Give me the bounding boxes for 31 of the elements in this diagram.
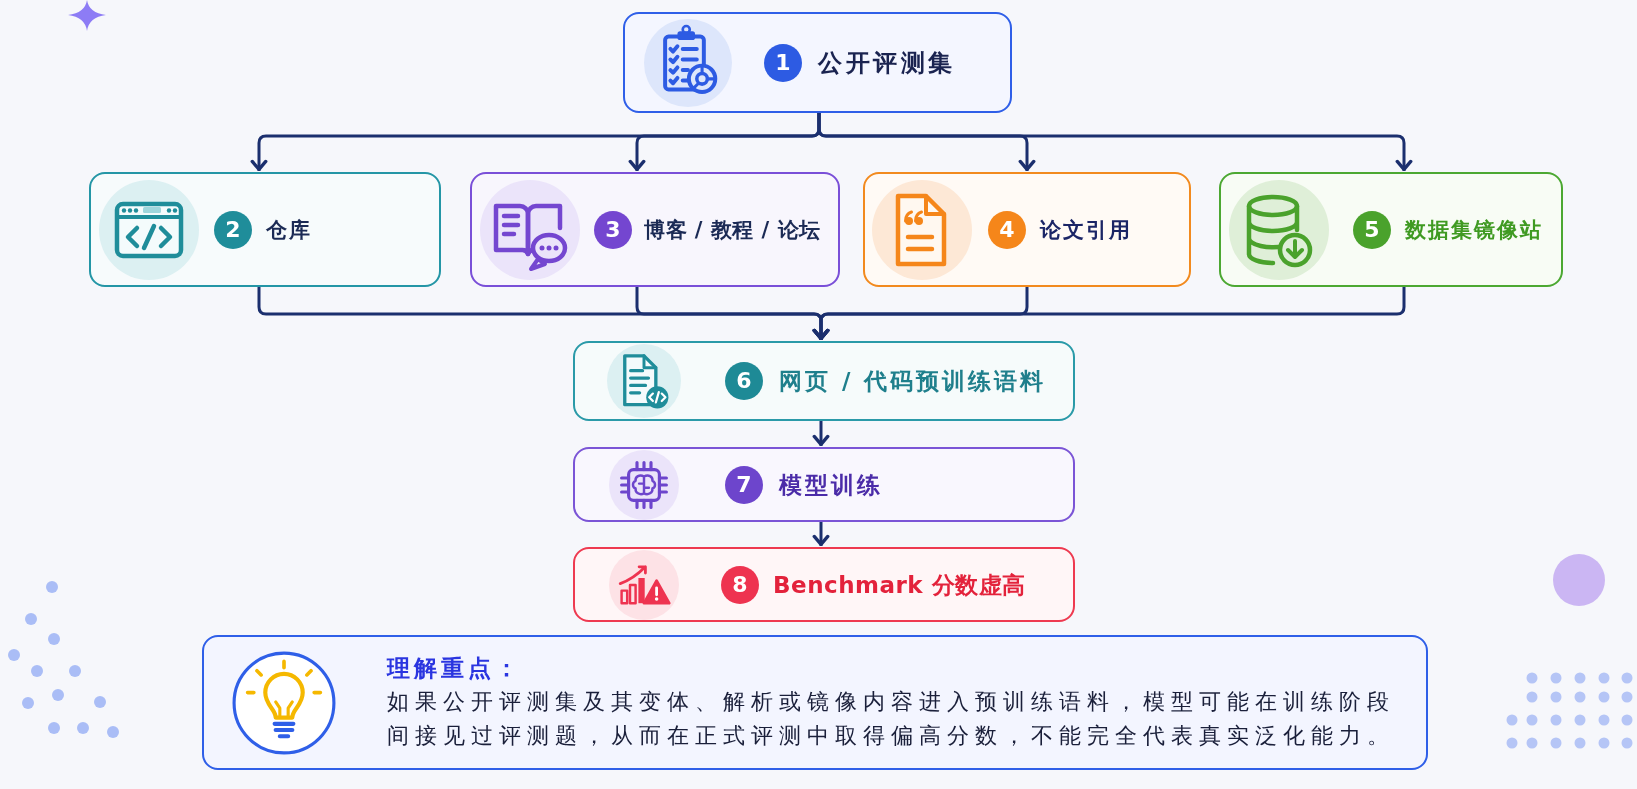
number-badge: 4 (988, 210, 1026, 249)
process-box (470, 172, 840, 287)
process-box (573, 341, 1075, 421)
number-badge: 1 (764, 43, 802, 82)
arrow (812, 421, 830, 446)
number-badge: 6 (725, 362, 763, 400)
note-text: 如果公开评测集及其变体、解析或镜像内容进入预训练语料，模型可能在训练阶段间接见过评测题，从而在正式评测中取得偏高分数，不能完全代表真实泛化能力。 (387, 688, 1396, 750)
note-box (202, 635, 1428, 770)
node-label: 数据集镜像站 (1405, 216, 1543, 244)
arrow (817, 113, 1413, 171)
arrow (812, 522, 830, 546)
node-label: Benchmark 分数虚高 (773, 570, 1026, 600)
node-label: 博客 / 教程 / 论坛 (644, 216, 821, 244)
node-label: 仓库 (266, 216, 312, 244)
node-label: 模型训练 (779, 470, 883, 500)
node-label: 公开评测集 (818, 47, 956, 78)
process-box (623, 12, 1012, 113)
process-box (573, 447, 1075, 522)
arrow (812, 287, 1406, 340)
node-label: 网页 / 代码预训练语料 (779, 367, 1047, 396)
process-box (1219, 172, 1563, 287)
process-box (89, 172, 441, 287)
process-box (573, 547, 1075, 622)
number-badge: 8 (721, 565, 759, 604)
process-box (863, 172, 1191, 287)
number-badge: 3 (594, 210, 632, 249)
number-badge: 5 (1353, 210, 1391, 249)
number-badge: 2 (214, 210, 252, 249)
note-heading: 理解重点： (387, 654, 522, 683)
number-badge: 7 (725, 465, 763, 504)
node-label: 论文引用 (1040, 216, 1132, 244)
